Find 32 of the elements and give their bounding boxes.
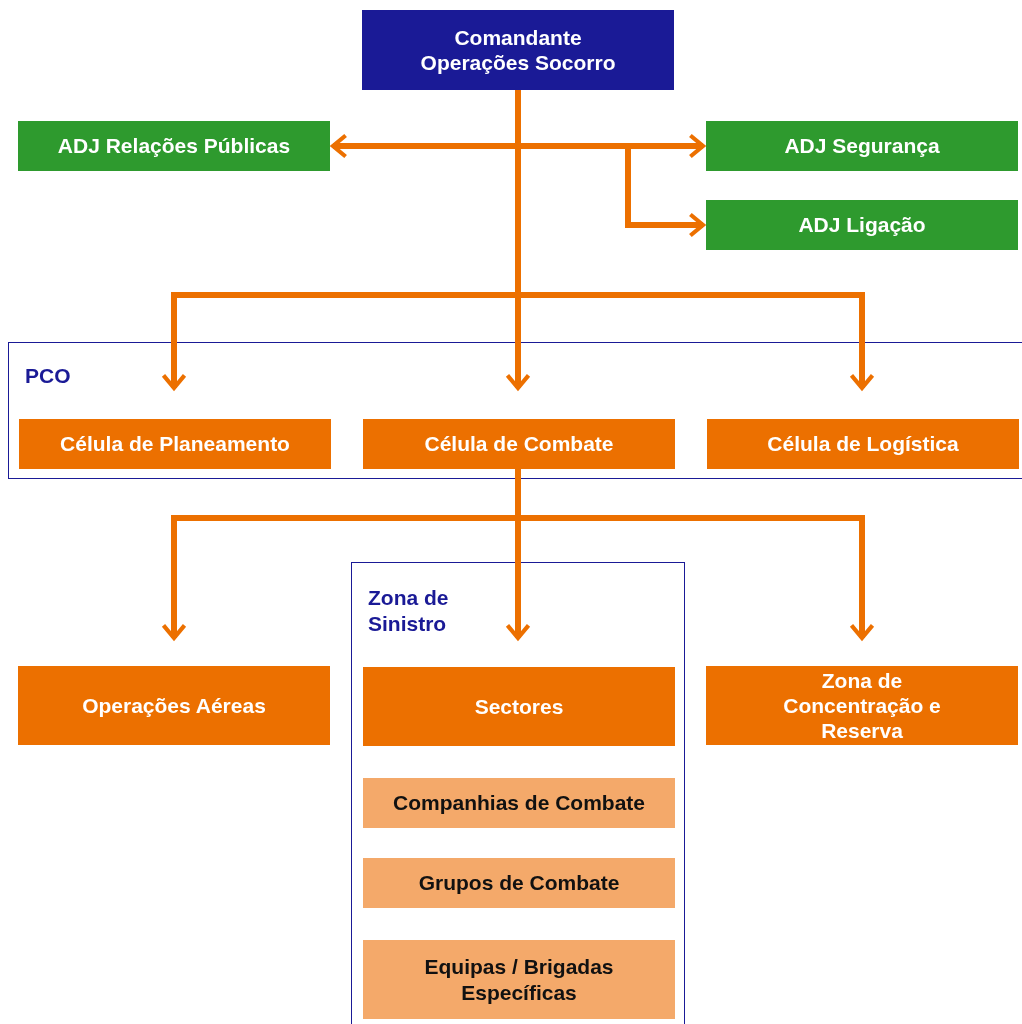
box-label: Companhias de Combate: [392, 790, 645, 816]
org-box: [363, 667, 675, 746]
org-box: [19, 419, 331, 469]
org-box: [363, 940, 675, 1019]
box-label: Equipas / Brigadas Específicas: [423, 954, 615, 1005]
org-box: [363, 858, 675, 908]
group-title: Zona de Sinistro: [368, 585, 450, 638]
org-box: [362, 10, 674, 90]
box-label: Operações Aéreas: [82, 692, 266, 719]
arrow: [515, 468, 875, 641]
org-box: [706, 200, 1018, 250]
box-label: Célula de Planeamento: [60, 431, 290, 457]
box-label: Grupos de Combate: [418, 870, 620, 896]
box-label: Célula de Combate: [424, 431, 614, 457]
arrow: [515, 90, 875, 391]
group-frame: [351, 562, 685, 1024]
org-box: [363, 778, 675, 828]
box-label: ADJ Segurança: [784, 133, 940, 159]
org-box: [706, 121, 1018, 171]
group-frame: [8, 342, 1022, 479]
group-title: PCO: [25, 363, 72, 389]
org-box: [18, 666, 330, 745]
org-box: [707, 419, 1019, 469]
box-label: ADJ Relações Públicas: [57, 133, 291, 159]
box-label: Comandante Operações Socorro: [419, 24, 617, 76]
box-label: Sectores: [474, 693, 564, 720]
org-box: [706, 666, 1018, 745]
org-box: [18, 121, 330, 171]
box-label: Zona de Concentração e Reserva: [782, 667, 942, 744]
org-box: [363, 419, 675, 469]
box-label: Célula de Logística: [767, 431, 959, 457]
box-label: ADJ Ligação: [798, 212, 926, 238]
